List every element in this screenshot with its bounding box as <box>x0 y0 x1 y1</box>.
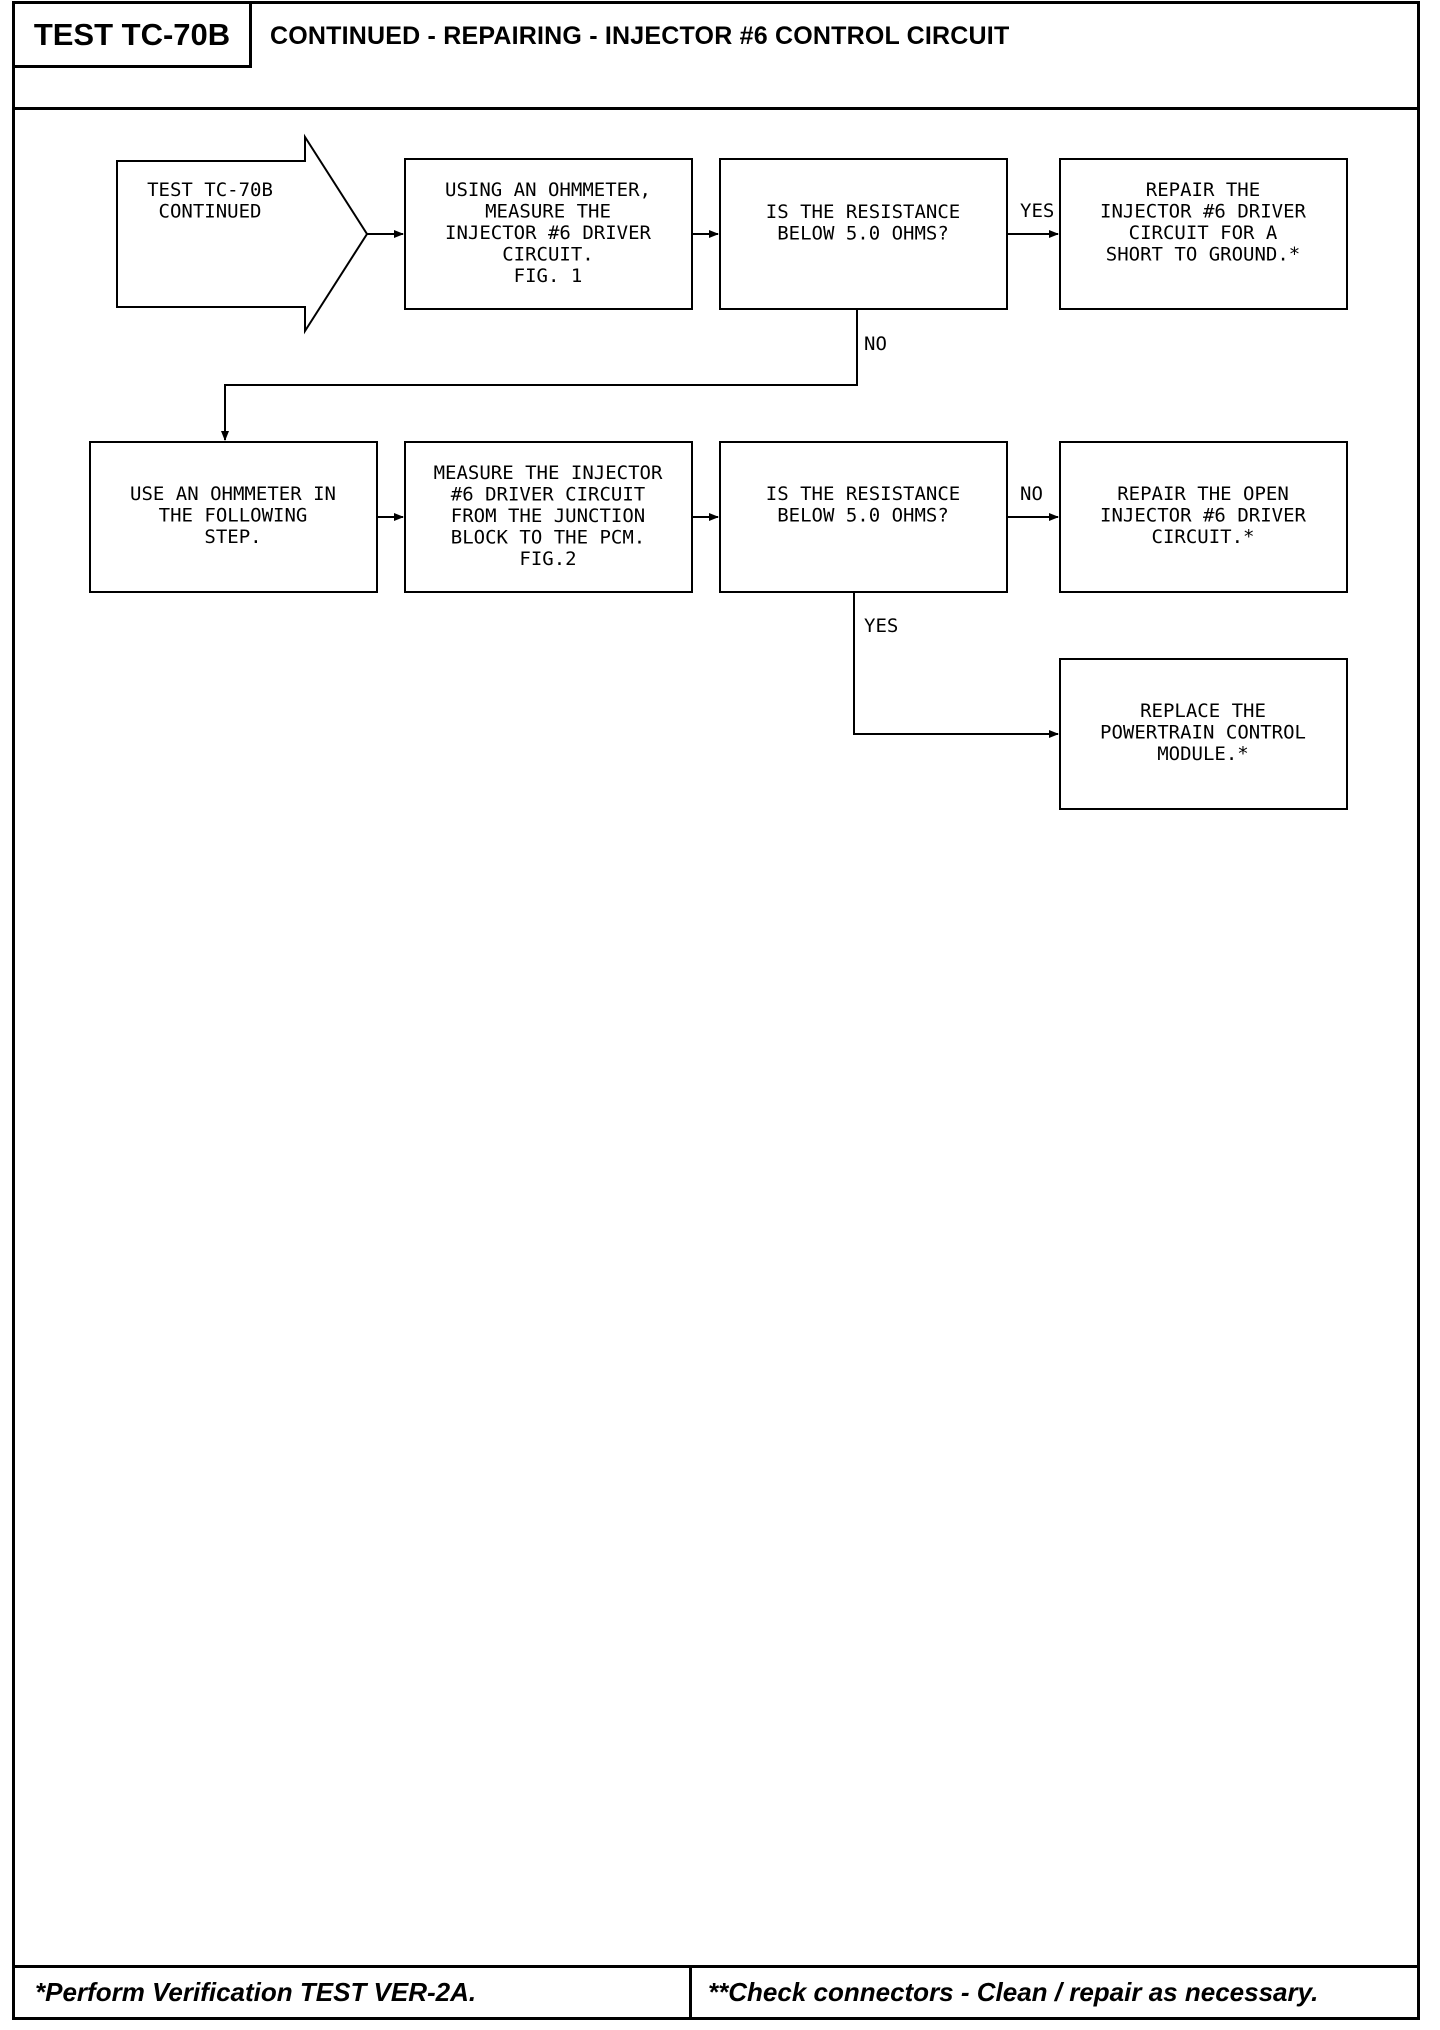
result-replace-pcm-box <box>1059 658 1348 810</box>
box-text-line: MEASURE THE <box>485 201 611 223</box>
box-text-line: MODULE.* <box>1157 743 1249 765</box>
box-text-line: CONTINUED <box>159 201 262 223</box>
footer-note-connectors: **Check connectors - Clean / repair as n… <box>708 1977 1319 2007</box>
box-text-line: FIG. 1 <box>514 265 583 287</box>
box-text-line: #6 DRIVER CIRCUIT <box>451 484 645 506</box>
label-yes-1: YES <box>1020 200 1054 222</box>
box-text-line: REPAIR THE OPEN <box>1117 483 1289 505</box>
page-title: CONTINUED - REPAIRING - INJECTOR #6 CONT… <box>270 21 1010 50</box>
test-id: TEST TC-70B <box>15 4 252 68</box>
box-text-line: THE FOLLOWING <box>159 505 308 527</box>
footer: *Perform Verification TEST VER-2A. **Che… <box>15 1965 1417 2017</box>
box-text-line: TEST TC-70B <box>147 179 273 201</box>
box-text-line: STEP. <box>204 526 261 548</box>
start-arrow-shape <box>116 133 369 335</box>
box-text-line: USING AN OHMMETER, <box>445 179 651 201</box>
result-repair-short-box <box>1059 158 1348 310</box>
box-text-line: FIG.2 <box>519 548 576 570</box>
label-yes-2: YES <box>864 615 898 637</box>
label-no-2: NO <box>1020 483 1043 505</box>
decision-resistance-2-box <box>719 441 1008 593</box>
box-text-line: BELOW 5.0 OHMS? <box>777 223 949 245</box>
box-text-line: INJECTOR #6 DRIVER <box>445 222 651 244</box>
box-text-line: INJECTOR #6 DRIVER <box>1100 505 1306 527</box>
connector-decision2-yes <box>853 592 1059 738</box>
page-frame: TEST TC-70B CONTINUED - REPAIRING - INJE… <box>12 1 1420 2020</box>
connector-decision1-no <box>221 309 858 441</box>
result-repair-open-box <box>1059 441 1348 593</box>
box-text-line: INJECTOR #6 DRIVER <box>1100 201 1306 223</box>
box-text-line: USE AN OHMMETER IN <box>130 483 336 505</box>
box-text-line: CIRCUIT FOR A <box>1129 222 1278 244</box>
step-measure-driver-circuit-box <box>404 158 693 310</box>
box-text-line: POWERTRAIN CONTROL <box>1100 722 1306 744</box>
box-text-line: REPLACE THE <box>1140 700 1266 722</box>
box-text-line: FROM THE JUNCTION <box>451 505 645 527</box>
step-use-ohmmeter-box <box>89 441 378 593</box>
label-no-1: NO <box>864 333 887 355</box>
footer-note-verification: *Perform Verification TEST VER-2A. <box>15 1968 692 2017</box>
box-text-line: IS THE RESISTANCE <box>766 201 960 223</box>
box-text-line: REPAIR THE <box>1146 179 1260 201</box>
step-measure-junction-pcm-box <box>404 441 693 593</box>
box-text-line: BELOW 5.0 OHMS? <box>777 505 949 527</box>
header: TEST TC-70B CONTINUED - REPAIRING - INJE… <box>15 4 1417 110</box>
box-text-line: CIRCUIT. <box>502 244 594 266</box>
box-text-line: BLOCK TO THE PCM. <box>451 527 645 549</box>
box-text-line: CIRCUIT.* <box>1152 526 1255 548</box>
box-text-line: IS THE RESISTANCE <box>766 483 960 505</box>
box-text-line: MEASURE THE INJECTOR <box>434 462 663 484</box>
box-text-line: SHORT TO GROUND.* <box>1106 244 1300 266</box>
